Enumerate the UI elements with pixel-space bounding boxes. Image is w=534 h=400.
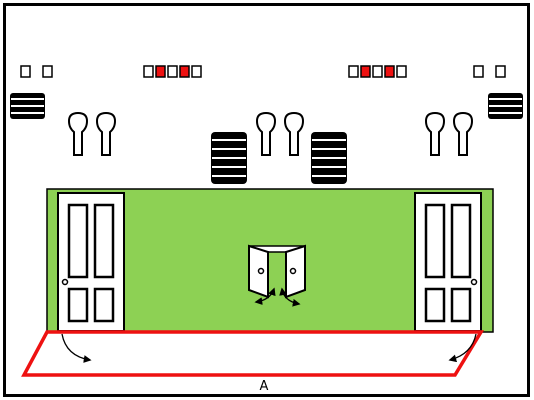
- paddle-icon: [255, 111, 277, 156]
- floor-area-outline: [21, 330, 485, 377]
- indicator-light: [155, 65, 166, 78]
- indicator-light: [372, 65, 383, 78]
- paddle-icon: [452, 111, 474, 156]
- indicator-light: [167, 65, 178, 78]
- paddle-icon: [67, 111, 89, 156]
- paddle-group: [67, 111, 474, 156]
- barrel-stack-icon: [10, 93, 45, 119]
- indicator-light: [143, 65, 154, 78]
- double-door-icon[interactable]: [248, 244, 306, 299]
- barrel-stack-icon: [211, 132, 247, 184]
- indicator-light: [473, 65, 484, 78]
- door-icon[interactable]: [57, 192, 125, 332]
- indicator-light: [495, 65, 506, 78]
- indicator-lights: [20, 65, 506, 78]
- indicator-light: [179, 65, 190, 78]
- indicator-light: [191, 65, 202, 78]
- paddle-icon: [283, 111, 305, 156]
- indicator-light: [348, 65, 359, 78]
- swing-arrow-icon: [61, 333, 92, 363]
- indicator-light: [20, 65, 31, 78]
- indicator-light: [396, 65, 407, 78]
- door-icon[interactable]: [414, 192, 482, 332]
- swing-arrow-icon: [279, 287, 301, 307]
- area-label: A: [260, 379, 269, 394]
- paddle-icon: [424, 111, 446, 156]
- barrel-stack-icon: [488, 93, 523, 119]
- swing-arrow-icon: [254, 287, 276, 305]
- barrel-stack-icon: [311, 132, 347, 184]
- paddle-icon: [95, 111, 117, 156]
- indicator-light: [384, 65, 395, 78]
- indicator-light: [42, 65, 53, 78]
- swing-arrow-icon: [448, 333, 477, 363]
- indicator-light: [360, 65, 371, 78]
